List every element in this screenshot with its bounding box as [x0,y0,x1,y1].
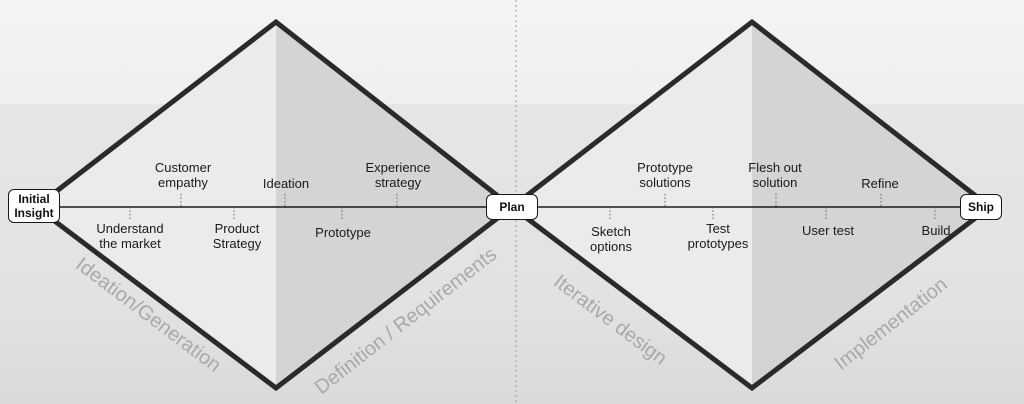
step-customer-empathy: Customer empathy [154,160,212,190]
diamond-1-right-half [276,22,512,388]
step-user-test: User test [801,223,855,238]
diamond-2-left-half [512,22,752,388]
step-sketch-options: Sketch options [590,224,632,254]
step-understand-market: Understand the market [96,221,164,251]
step-prototype-solutions: Prototype solutions [637,160,693,190]
step-product-strategy: Product Strategy [212,221,262,251]
step-experience-strategy: Experience strategy [365,160,431,190]
step-test-prototypes: Test prototypes [687,221,749,251]
tick-marks [129,194,936,220]
diamond-1-left-half [36,22,276,388]
step-refine: Refine [861,176,899,191]
node-ship: Ship [960,194,1002,220]
node-initial-insight: Initial Insight [8,189,60,223]
step-prototype: Prototype [315,225,371,240]
step-flesh-out-solution: Flesh out solution [748,160,802,190]
step-ideation: Ideation [262,176,310,191]
step-build: Build [921,223,951,238]
node-plan: Plan [486,194,538,220]
diamond-2-right-half [752,22,990,388]
